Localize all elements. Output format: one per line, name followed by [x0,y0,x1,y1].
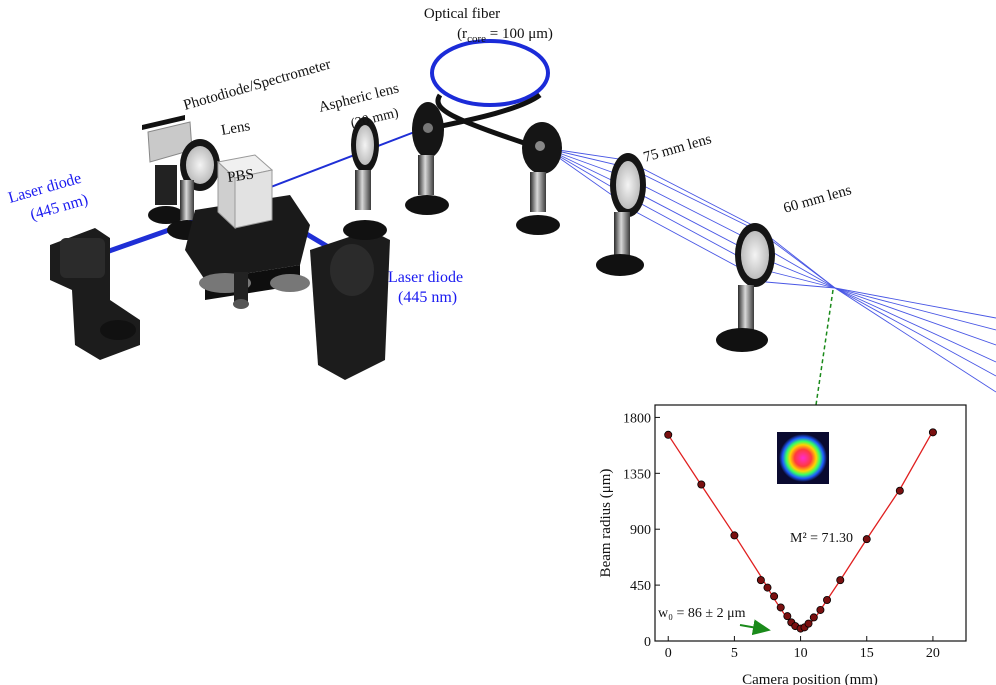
svg-text:(rcore = 100 μm): (rcore = 100 μm) [457,26,553,45]
chart-xlabel: Camera position (mm) [742,672,878,685]
chart-ylabel: Beam radius (μm) [598,469,614,578]
data-point [862,535,871,544]
chart-points [664,428,937,633]
lens-75mm-mount [596,153,646,276]
chart-axes: 0 5 10 15 20 0 450 900 1350 1800 [623,411,940,661]
beam-radius-chart: 0 5 10 15 20 0 450 900 1350 1800 M² = 71.30 w₀ = … [598,404,967,685]
label-lens-75mm: 75 mm lens [642,131,714,166]
y-tick-label: 900 [630,523,651,538]
beam-to-fiber [249,127,426,196]
label-pbs: PBS [226,166,255,186]
data-point [776,603,785,612]
beam-profile-spot [779,434,827,482]
optical-fiber [430,39,550,153]
data-point [756,576,765,585]
data-point [816,605,825,614]
data-point [697,480,706,489]
data-point [770,592,779,601]
x-tick-label: 15 [860,646,874,661]
fiber-input-mount [405,102,449,215]
data-point [836,576,845,585]
label-fiber-core-value: = 100 μm) [486,26,553,42]
data-point [783,612,792,621]
fiber-output-mount [516,122,562,235]
data-point [823,596,832,605]
chart-annotation-w0: w₀ = 86 ± 2 μm [658,606,746,621]
label-optical-fiber: Optical fiber [424,6,500,22]
label-laser-right: Laser diode [388,269,463,286]
x-tick-label: 10 [794,646,808,661]
y-tick-label: 0 [644,635,651,650]
label-fiber-core-sub: core [467,33,486,45]
lens-60mm-mount [716,223,775,352]
pbs-cube [216,154,274,230]
left-laser-diode-mount [50,228,140,360]
y-tick-label: 1350 [623,467,651,482]
x-tick-label: 0 [665,646,672,661]
right-laser-diode-mount [310,230,390,380]
aspheric-lens-mount [343,117,387,240]
label-fiber-core-r: (r [457,26,467,42]
label-lens: Lens [220,118,252,139]
label-laser-right-wavelength: (445 nm) [398,289,457,306]
x-tick-label: 5 [731,646,738,661]
x-tick-label: 20 [926,646,940,661]
data-point [763,583,772,592]
y-tick-label: 450 [630,579,651,594]
label-lens-60mm: 60 mm lens [782,182,854,217]
data-point [928,428,937,437]
chart-annotation-m2: M² = 71.30 [790,531,853,546]
data-point [664,430,673,439]
label-photodiode: Photodiode/Spectrometer [182,56,333,113]
data-point [895,486,904,495]
w0-arrow [739,619,771,636]
data-point [804,619,813,628]
y-tick-label: 1800 [623,411,651,426]
data-point [809,613,818,622]
data-point [730,531,739,540]
pbs-stage [185,195,310,309]
